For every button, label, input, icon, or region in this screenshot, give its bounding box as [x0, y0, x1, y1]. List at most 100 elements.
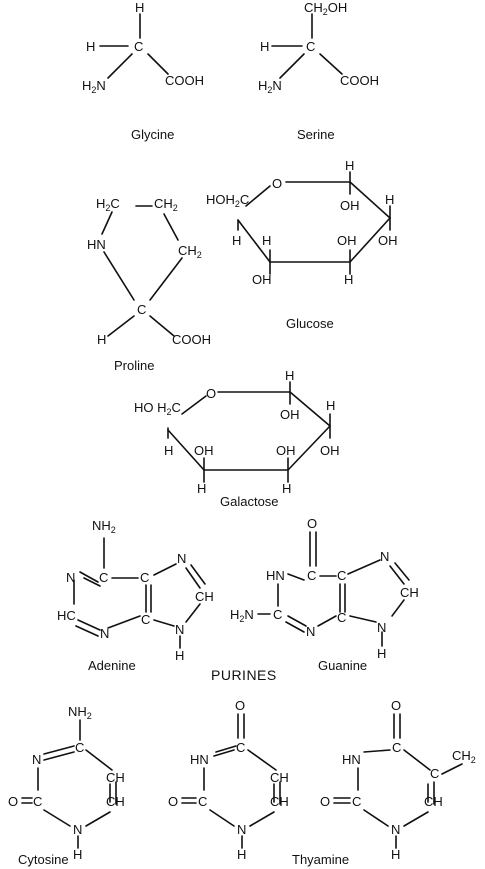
adenine-structure: NH2 C N C N HC CH N C N H Adenine: [57, 518, 214, 673]
galactose-h-c2: H: [326, 398, 335, 413]
guanine-c4: C: [337, 610, 346, 625]
glucose-oh-c3: OH: [337, 233, 357, 248]
galactose-h-c3: H: [282, 481, 291, 496]
glucose-ring-oxygen: O: [272, 176, 282, 191]
guanine-label: Guanine: [318, 658, 367, 673]
adenine-amino-group: NH2: [92, 518, 116, 535]
glucose-oh-c4: OH: [252, 272, 272, 287]
serine-hydroxymethyl-group: CH2OH: [304, 0, 347, 17]
thyamine-methyl-group: CH2: [452, 748, 476, 765]
glucose-oh-c2: OH: [378, 233, 398, 248]
thyamine-c4: C: [392, 740, 401, 755]
guanine-n9: N: [377, 620, 386, 635]
thyamine-carbonyl-oxygen: O: [320, 794, 330, 809]
glucose-h-c3: H: [344, 272, 353, 287]
adenine-n9: N: [175, 622, 184, 637]
adenine-label: Adenine: [88, 658, 136, 673]
thyamine-c2: C: [352, 794, 361, 809]
adenine-n3: N: [100, 626, 109, 641]
galactose-label: Galactose: [220, 494, 279, 509]
galactose-h-c1: H: [285, 368, 294, 383]
guanine-n7: N: [380, 549, 389, 564]
thyamine-c5: C: [430, 766, 439, 781]
uracil-n1: N: [237, 822, 246, 837]
guanine-n3: N: [306, 624, 315, 639]
cytosine-label: Cytosine: [18, 852, 69, 867]
proline-ch2-top: CH2: [154, 196, 178, 213]
proline-imino-group: HN: [87, 237, 106, 252]
galactose-structure: O H HO H2C OH H H OH OH OH H H Galactose: [134, 368, 340, 509]
guanine-c5: C: [337, 568, 346, 583]
galactose-h-c4: H: [197, 481, 206, 496]
glycine-carboxyl-group: COOH: [165, 73, 204, 88]
glycine-h-left: H: [86, 39, 95, 54]
guanine-h9: H: [377, 646, 386, 661]
cytosine-c5: CH: [106, 770, 125, 785]
serine-carboxyl-group: COOH: [340, 73, 379, 88]
uracil-h: H: [237, 847, 246, 862]
proline-carboxyl-group: COOH: [172, 332, 211, 347]
glucose-structure: O H HOH2C OH H H OH OH H OH H Glucose: [206, 158, 398, 331]
proline-ch2-right: CH2: [178, 243, 202, 260]
uracil-c2: C: [198, 794, 207, 809]
cytosine-amino-group: NH2: [68, 704, 92, 721]
uracil-carbonyl-oxygen: O: [168, 794, 178, 809]
glucose-h-c1: H: [345, 158, 354, 173]
galactose-hydroxymethyl: HO H2C: [134, 400, 181, 417]
uracil-structure: O C HN CH O C CH N H: [168, 698, 289, 862]
guanine-c2: C: [273, 607, 282, 622]
adenine-c5: C: [140, 570, 149, 585]
serine-structure: CH2OH H C H2N COOH Serine: [258, 0, 379, 142]
adenine-h9: H: [175, 648, 184, 663]
glucose-hydroxymethyl: HOH2C: [206, 192, 249, 209]
serine-amino-group: H2N: [258, 78, 282, 95]
guanine-c8: CH: [400, 585, 419, 600]
thyamine-c6: CH: [424, 794, 443, 809]
glycine-alpha-carbon: C: [134, 39, 143, 54]
cytosine-c6: CH: [106, 794, 125, 809]
thyamine-hn3: HN: [342, 752, 361, 767]
adenine-n1: N: [66, 570, 75, 585]
proline-alpha-carbon: C: [137, 302, 146, 317]
guanine-carbonyl-oxygen: O: [307, 516, 317, 531]
glucose-h-c2: H: [385, 192, 394, 207]
uracil-c4: C: [236, 740, 245, 755]
glycine-structure: H H C H2N COOH Glycine: [82, 0, 204, 142]
glycine-label: Glycine: [131, 127, 174, 142]
thyamine-n1: N: [391, 822, 400, 837]
guanine-amino-group: H2N: [230, 607, 254, 624]
uracil-c5: CH: [270, 770, 289, 785]
galactose-oh-c2: OH: [320, 443, 340, 458]
glycine-h-top: H: [135, 0, 144, 15]
adenine-n7: N: [177, 551, 186, 566]
galactose-oh-c1: OH: [280, 407, 300, 422]
thyamine-label: Thyamine: [292, 852, 349, 867]
thyamine-h: H: [391, 847, 400, 862]
adenine-c8: CH: [195, 589, 214, 604]
galactose-oh-c4: OH: [194, 443, 214, 458]
glucose-h-c4: H: [262, 233, 271, 248]
thyamine-structure: O HN C C CH2 O C CH N H Thyamine: [292, 698, 476, 867]
proline-structure: H2C CH2 HN CH2 C H COOH Proline: [87, 196, 211, 373]
uracil-top-oxygen: O: [235, 698, 245, 713]
cytosine-c2: C: [33, 794, 42, 809]
guanine-structure: O C HN C N H2N C CH N C N H Guanine: [230, 516, 419, 673]
cytosine-structure: NH2 C N CH O C CH N H Cytosine: [8, 704, 125, 867]
serine-h-left: H: [260, 39, 269, 54]
proline-h2c: H2C: [96, 196, 120, 213]
proline-label: Proline: [114, 358, 154, 373]
glucose-h-c5: H: [232, 233, 241, 248]
cytosine-c4: C: [75, 740, 84, 755]
cytosine-h: H: [73, 847, 82, 862]
galactose-oh-c3: OH: [276, 443, 296, 458]
glycine-amino-group: H2N: [82, 78, 106, 95]
cytosine-carbonyl-oxygen: O: [8, 794, 18, 809]
cytosine-n1: N: [73, 822, 82, 837]
glucose-label: Glucose: [286, 316, 334, 331]
adenine-c4: C: [141, 612, 150, 627]
adenine-c6: C: [99, 570, 108, 585]
proline-h: H: [97, 332, 106, 347]
cytosine-n3: N: [32, 752, 41, 767]
